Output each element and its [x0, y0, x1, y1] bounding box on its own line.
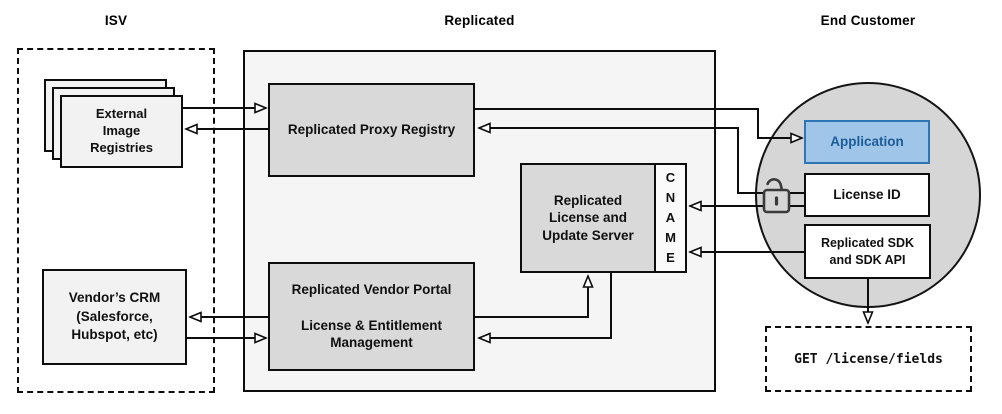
cname-strip: C N A M E	[654, 163, 687, 273]
replicated-license-update-server-node: Replicated License and Update Server	[520, 163, 656, 273]
unlock-icon	[762, 178, 791, 214]
isv-dashed-container	[17, 48, 215, 393]
section-label-replicated: Replicated	[444, 13, 515, 28]
replicated-sdk-node: Replicated SDK and SDK API	[804, 224, 931, 279]
vendors-crm-node: Vendor’s CRM (Salesforce, Hubspot, etc)	[42, 269, 187, 365]
replicated-proxy-registry-node: Replicated Proxy Registry	[268, 83, 475, 177]
external-image-registries-node: External Image Registries	[60, 95, 183, 168]
get-license-fields-box: GET /license/fields	[765, 326, 972, 392]
section-label-end-customer: End Customer	[820, 13, 916, 28]
replicated-vendor-portal-node: Replicated Vendor Portal License & Entit…	[268, 262, 475, 371]
application-node: Application	[804, 120, 930, 164]
get-license-fields-label: GET /license/fields	[794, 351, 943, 367]
section-label-isv: ISV	[104, 13, 128, 28]
license-id-node: License ID	[804, 173, 930, 217]
